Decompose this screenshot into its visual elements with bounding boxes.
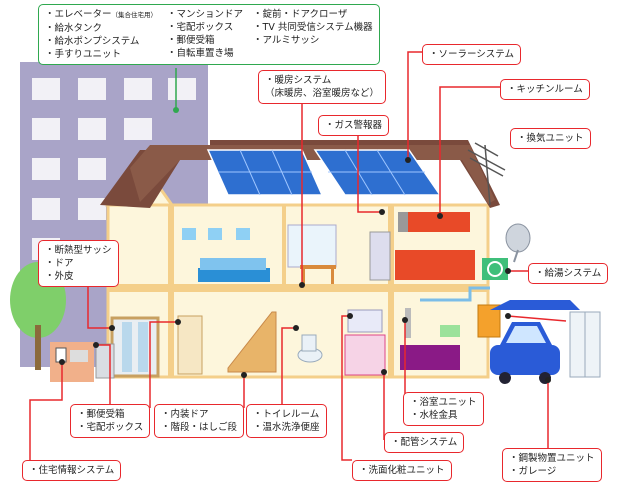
label-tv-system: ・TV 共同受信システム機器 [253, 22, 373, 33]
label-mansion-door: ・マンションドア [167, 9, 244, 20]
label-water-tank: ・給水タンク [45, 23, 103, 34]
label-home-info-system: ・住宅情報システム [22, 460, 122, 481]
water-heater [477, 304, 501, 338]
label-heating-line1: ・暖房システム [265, 75, 332, 86]
label-vent-text: ・換気ユニット [517, 133, 584, 144]
intercom-panel [50, 342, 94, 382]
ventilation-unit [482, 258, 508, 280]
label-gas-alarm: ・ガス警報器 [318, 115, 390, 136]
label-toilet-line2: ・温水洗浄便座 [253, 422, 320, 433]
label-mailbox-line2: ・宅配ボックス [77, 422, 144, 433]
staircase [227, 311, 277, 373]
label-mailbox: ・郵便受箱 [167, 35, 215, 46]
label-handrail: ・手すりユニット [45, 49, 122, 60]
label-window-door: ・断熱型サッシ ・ドア ・外皮 [38, 240, 119, 287]
label-ventilation: ・換気ユニット [510, 128, 591, 149]
label-piping-system: ・配管システム [384, 432, 465, 453]
label-water-pump: ・給水ポンプシステム [45, 36, 140, 47]
label-kitchen-text: ・キッチンルーム [507, 84, 583, 95]
label-interior-door: ・内装ドア ・階段・はしご段 [154, 404, 245, 438]
vanity-unit [344, 309, 386, 376]
label-elevator-note: （集合住宅用） [111, 11, 158, 19]
label-garage-unit: ・鋼製物置ユニット ・ガレージ [502, 448, 602, 482]
tv-antenna [467, 142, 506, 206]
kitchen [369, 212, 475, 281]
label-gas-text: ・ガス警報器 [325, 120, 383, 131]
label-lock-closer: ・錠前・ドアクローザ [253, 9, 348, 20]
label-toilet-line1: ・トイレルーム [253, 409, 320, 420]
label-vanity-unit: ・洗面化粧ユニット [352, 460, 452, 481]
label-kitchen-room: ・キッチンルーム [500, 79, 590, 100]
label-toilet-room: ・トイレルーム ・温水洗浄便座 [246, 404, 327, 438]
label-piping-text: ・配管システム [391, 437, 458, 448]
leader-end-dots [59, 157, 551, 383]
dining-table [300, 265, 336, 284]
label-intercom-text: ・住宅情報システム [29, 465, 115, 476]
label-door: ・ドア [45, 258, 74, 269]
toilet [297, 334, 323, 363]
entrance-door [110, 316, 160, 378]
label-bath-line1: ・浴室ユニット [410, 397, 477, 408]
satellite-dish [505, 223, 531, 263]
label-apartment-features: ・エレベーター（集合住宅用） ・給水タンク ・給水ポンプシステム ・手すりユニッ… [38, 4, 380, 65]
label-sash: ・断熱型サッシ [45, 245, 112, 256]
label-heating-system: ・暖房システム （床暖房、浴室暖房など） [258, 70, 387, 104]
mailbox [95, 343, 115, 379]
interior-door [177, 315, 203, 375]
living-room [182, 224, 337, 282]
label-bicycle-parking: ・自転車置き場 [167, 48, 234, 59]
label-garage-line1: ・鋼製物置ユニット [509, 453, 595, 464]
label-heating-line2: （床暖房、浴室暖房など） [265, 88, 380, 99]
label-delivery-box: ・宅配ボックス [167, 22, 234, 33]
label-mailbox-line1: ・郵便受箱 [77, 409, 125, 420]
bathroom-unit [400, 308, 460, 370]
label-interior-line2: ・階段・はしご段 [161, 422, 238, 433]
label-bath-line2: ・水栓金具 [410, 410, 458, 421]
solar-panels [206, 149, 442, 196]
label-water-heater: ・給湯システム [528, 263, 609, 284]
leader-lines [29, 51, 567, 465]
label-interior-line1: ・内装ドア [161, 409, 209, 420]
label-aluminum-sash: ・アルミサッシ [253, 35, 320, 46]
label-solar-text: ・ソーラーシステム [429, 49, 515, 60]
car [490, 322, 560, 384]
garage [490, 300, 601, 378]
label-garage-line2: ・ガレージ [509, 466, 557, 477]
label-elevator: ・エレベーター [45, 9, 112, 20]
label-vanity-text: ・洗面化粧ユニット [359, 465, 445, 476]
label-envelope: ・外皮 [45, 271, 74, 282]
piping [420, 286, 490, 302]
label-bath-unit: ・浴室ユニット ・水栓金具 [403, 392, 484, 426]
label-solar-system: ・ソーラーシステム [422, 44, 522, 65]
label-mailbox-delivery: ・郵便受箱 ・宅配ボックス [70, 404, 151, 438]
leader-dots [173, 107, 179, 113]
label-water-heater-text: ・給湯システム [535, 268, 602, 279]
